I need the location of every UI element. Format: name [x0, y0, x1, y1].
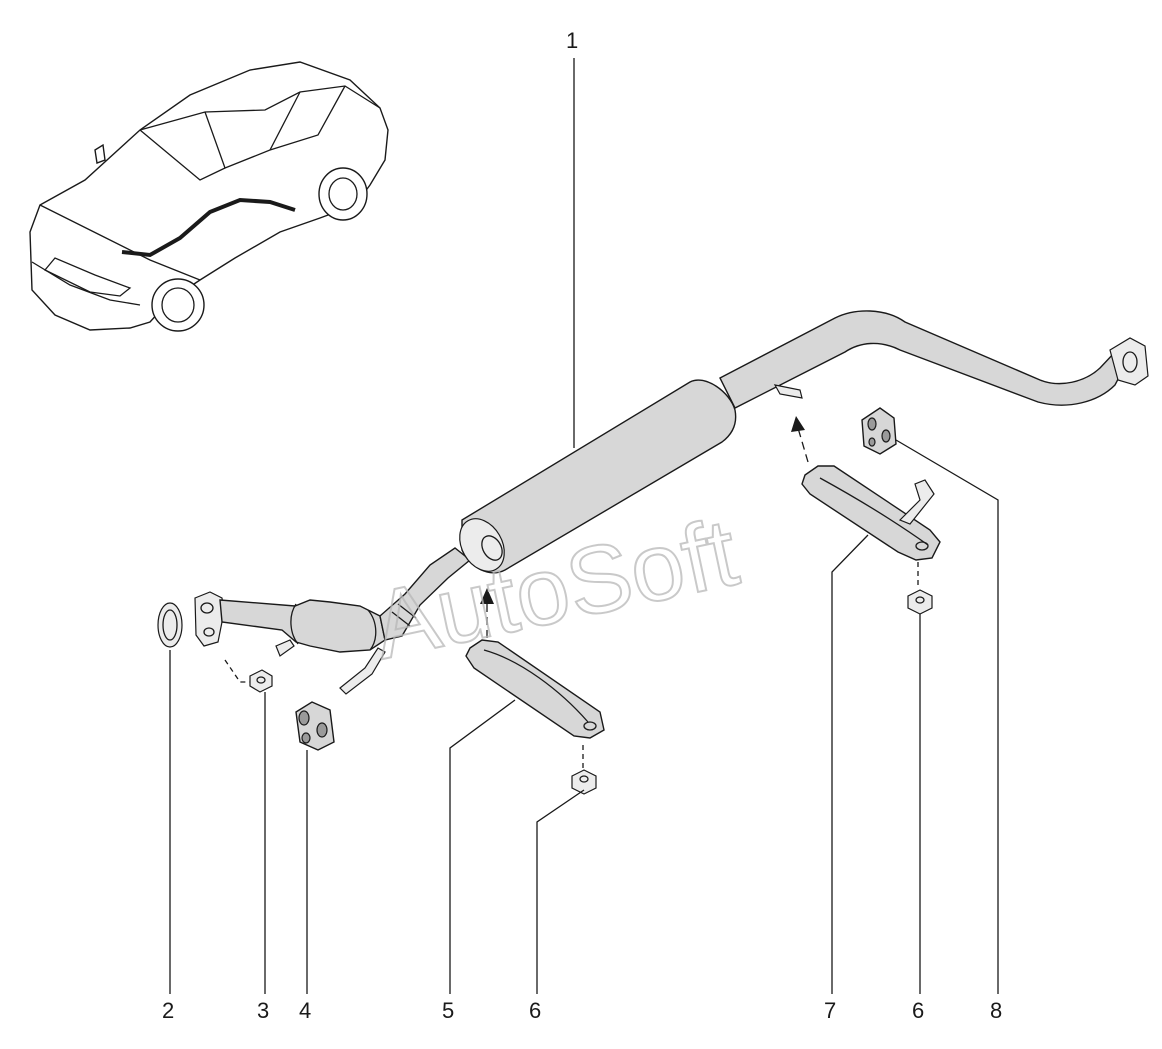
callout-8: 8	[990, 998, 1002, 1023]
callout-5: 5	[442, 998, 454, 1023]
assembly-arrow-front	[480, 588, 494, 638]
callout-1: 1	[566, 28, 578, 53]
leader-lines	[169, 58, 999, 994]
flange-nut	[224, 659, 273, 693]
callout-2: 2	[162, 998, 174, 1023]
gasket-ring	[157, 602, 183, 648]
hanger-nut-front	[571, 745, 597, 795]
assembly-arrow-rear	[791, 416, 809, 463]
callout-labels: 1 2 3 4 5 6 7 6 8	[162, 28, 1002, 1023]
callout-6-rear: 6	[912, 998, 924, 1023]
rubber-mount-rear	[861, 407, 897, 455]
callout-3: 3	[257, 998, 269, 1023]
bracket-front	[465, 639, 605, 739]
hanger-nut-rear	[907, 562, 933, 615]
callout-4: 4	[299, 998, 311, 1023]
bracket-rear	[801, 465, 941, 561]
exhaust-assembly	[194, 310, 1149, 695]
rubber-mount-front	[295, 701, 335, 751]
callout-7: 7	[824, 998, 836, 1023]
car-locator-illustration	[29, 61, 389, 332]
callout-6-front: 6	[529, 998, 541, 1023]
